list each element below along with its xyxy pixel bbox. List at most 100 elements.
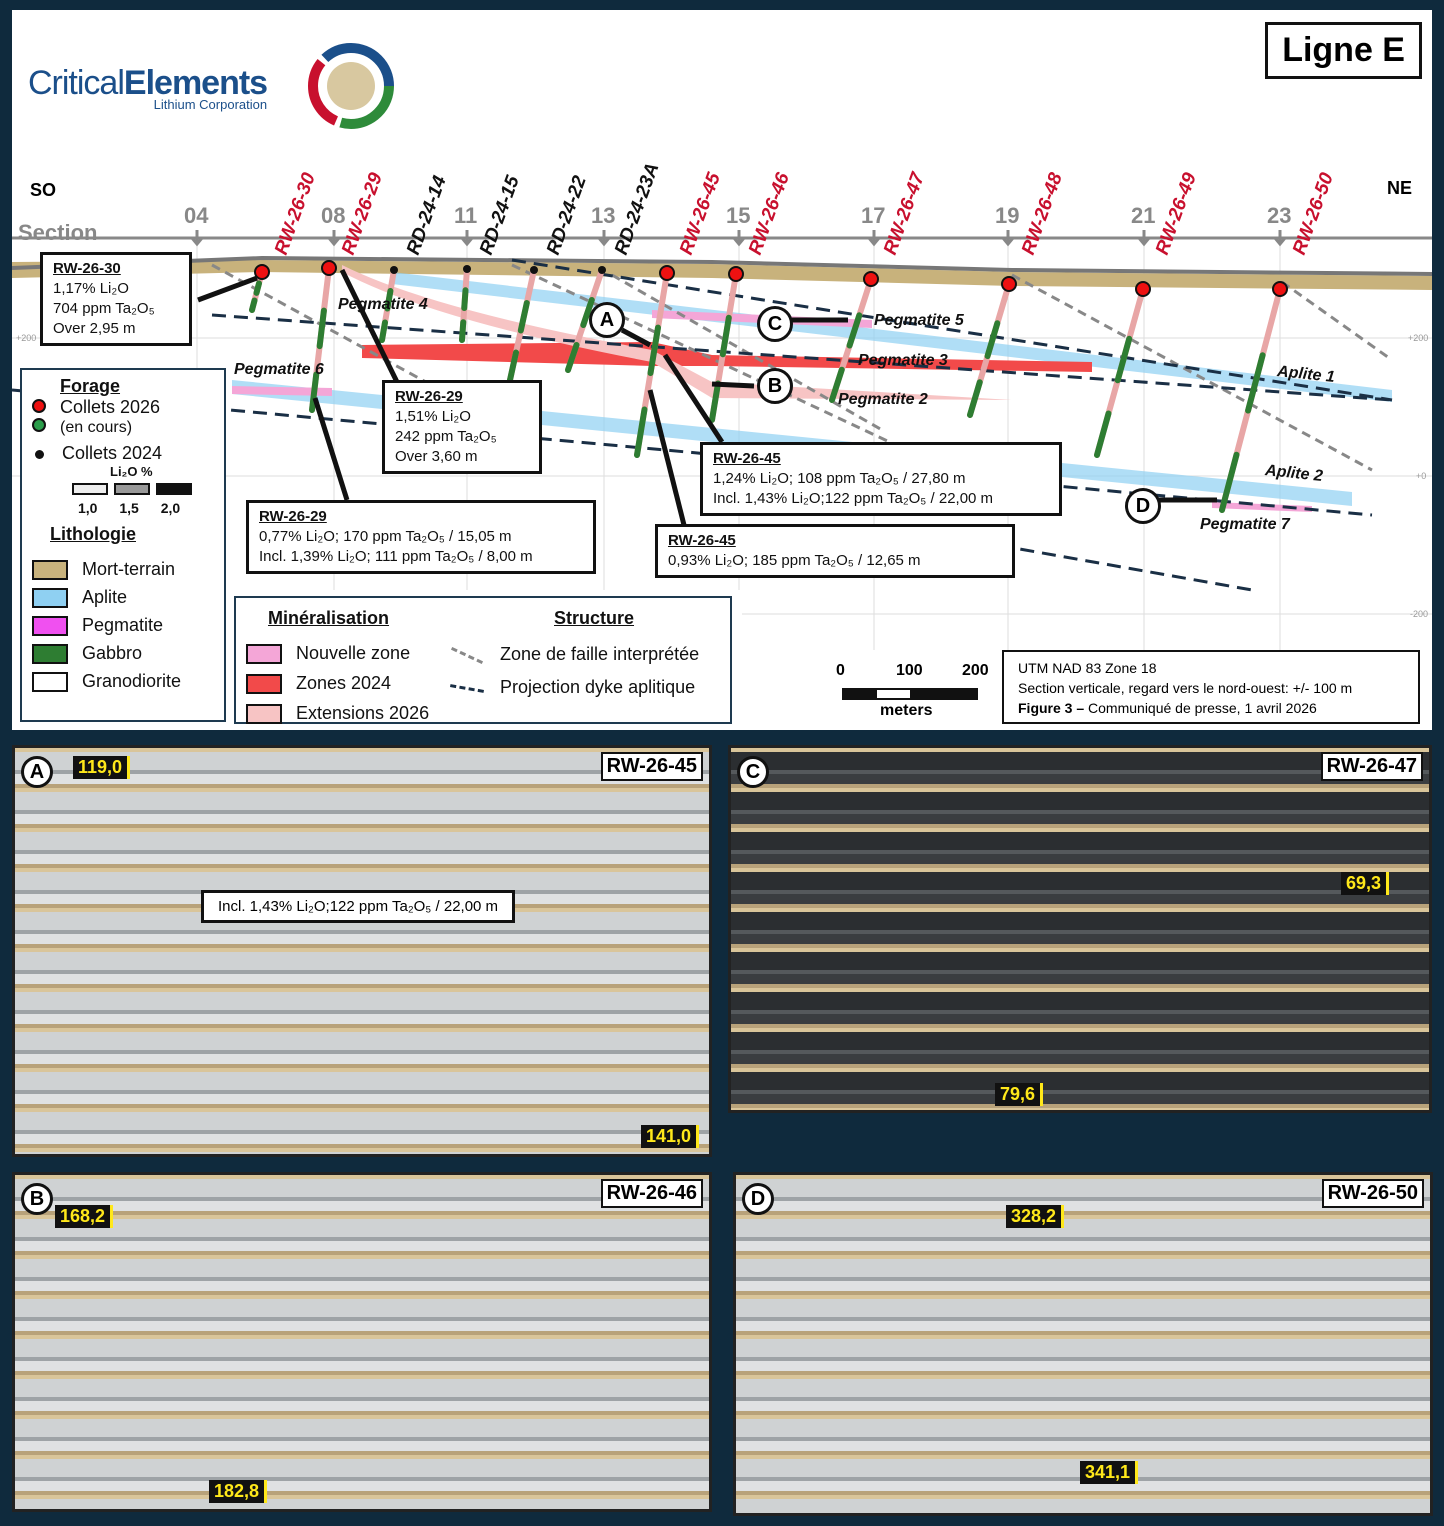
orientation-left: SO xyxy=(30,180,57,200)
gabbro-interval xyxy=(384,288,394,312)
gabbro-interval xyxy=(984,320,1001,360)
gabbro-interval xyxy=(967,379,983,418)
gabbro-interval xyxy=(1245,352,1266,414)
info-line: Section verticale, regard vers le nord-o… xyxy=(1018,680,1353,696)
depth-to: 79,6 xyxy=(995,1083,1044,1106)
callout-hole: RW-26-45 xyxy=(668,532,736,549)
collar-2024-icon xyxy=(598,266,606,274)
hole-label: RW-26-30 xyxy=(271,170,320,258)
legend-forage-lithologie: Forage Collets 2026 (en cours) Collets 2… xyxy=(20,368,226,722)
gabbro-interval xyxy=(709,380,721,423)
legend-heading: Minéralisation xyxy=(268,608,390,628)
legend-heading: Structure xyxy=(554,608,635,628)
unit-label: Pegmatite 5 xyxy=(874,312,964,329)
elev-label: -200 xyxy=(1410,609,1428,619)
callout-line: 0,77% Li₂O; 170 ppm Ta₂O₅ / 15,05 m xyxy=(259,528,512,545)
section-number: 04 xyxy=(184,203,209,228)
unit-label: Pegmatite 6 xyxy=(234,361,324,378)
callout-line: Over 2,95 m xyxy=(53,320,136,337)
section-arrow-icon xyxy=(1137,230,1151,247)
photo-letter: C xyxy=(737,756,769,788)
grade-scale xyxy=(72,479,214,500)
hole-label: RW-26-45 xyxy=(676,170,725,258)
section-number: 23 xyxy=(1267,203,1291,228)
collar-2026-icon xyxy=(659,265,675,281)
marker-a: A xyxy=(589,302,625,338)
depth-from: 328,2 xyxy=(1006,1205,1065,1228)
callout-hole: RW-26-45 xyxy=(713,450,781,467)
section-arrow-icon xyxy=(1001,230,1015,247)
gabbro-interval xyxy=(517,300,530,334)
section-arrow-icon xyxy=(732,230,746,247)
collar-2026-icon xyxy=(1135,281,1151,297)
legend-label: Collets 2026 xyxy=(60,397,161,417)
callout-line: Over 3,60 m xyxy=(395,448,478,465)
gabbro-interval xyxy=(507,349,519,383)
legend-label: Zone de faille interprétée xyxy=(500,644,700,664)
collar-2024-icon xyxy=(390,266,398,274)
gabbro-interval xyxy=(719,314,732,358)
logo: CriticalElements Lithium Corporation xyxy=(28,64,268,112)
globe-logo-icon xyxy=(308,43,394,129)
legend-label: Zones 2024 xyxy=(296,673,392,693)
figure-title: Ligne E xyxy=(1265,22,1422,79)
scale-tick: 0 xyxy=(836,662,845,679)
legend-label: Granodiorite xyxy=(82,671,182,691)
collar-2024-icon xyxy=(463,265,471,273)
core-photo-a: A RW-26-45 119,0 141,0 Incl. 1,43% Li₂O;… xyxy=(12,745,712,1157)
legend-label: Aplite xyxy=(82,587,128,607)
photo-note: Incl. 1,43% Li₂O;122 ppm Ta₂O₅ / 22,00 m xyxy=(201,890,516,923)
hole-label: RD-24-23A xyxy=(611,160,664,257)
zones-2024 xyxy=(362,342,1092,372)
legend-label: (en cours) xyxy=(60,419,133,436)
gabbro-interval xyxy=(461,287,469,312)
photo-hole-label: RW-26-46 xyxy=(600,1179,703,1208)
collar-2026-icon xyxy=(1001,276,1017,292)
legend-label: Li₂O % xyxy=(110,464,153,479)
gabbro-interval xyxy=(1094,410,1112,458)
callout-line: 1,24% Li₂O; 108 ppm Ta₂O₅ / 27,80 m xyxy=(713,470,966,487)
pegmatite-6-zone xyxy=(232,386,332,396)
section-arrow-icon xyxy=(460,230,474,247)
gabbro-interval xyxy=(249,297,258,313)
section-label: Section xyxy=(18,220,98,245)
callout-arrows xyxy=(197,268,1217,526)
depth-from: 119,0 xyxy=(73,756,131,779)
elev-label: +200 xyxy=(1408,333,1428,343)
collar-2026-icon xyxy=(728,266,744,282)
legend-label: Collets 2024 xyxy=(62,443,163,463)
aplite-1 xyxy=(392,272,1392,402)
hole-label: RD-24-14 xyxy=(403,173,451,258)
hole-label: RW-26-48 xyxy=(1018,170,1067,258)
hole-label: RD-24-15 xyxy=(476,173,524,258)
section-number: 21 xyxy=(1131,203,1155,228)
gabbro-interval xyxy=(459,319,467,343)
gabbro-interval xyxy=(253,280,262,296)
core-photo-b: B RW-26-46 168,2 182,8 xyxy=(12,1172,712,1512)
info-line: UTM NAD 83 Zone 18 xyxy=(1018,660,1157,676)
orientation-right: NE xyxy=(1386,178,1412,198)
marker-c: C xyxy=(757,306,793,342)
callout-hole: RW-26-30 xyxy=(53,260,121,277)
gabbro-interval xyxy=(846,312,863,349)
gabbro-interval xyxy=(580,297,595,328)
logo-text-b: Elements xyxy=(123,64,268,102)
figure-number: Figure 3 – xyxy=(1018,700,1085,716)
hole-label: RW-26-49 xyxy=(1152,170,1201,258)
hole-label: RW-26-47 xyxy=(880,169,929,258)
info-box: UTM NAD 83 Zone 18 Section verticale, re… xyxy=(1002,650,1420,724)
callout-line: Incl. 1,39% Li₂O; 111 ppm Ta₂O₅ / 8,00 m xyxy=(259,548,533,565)
section-number: 15 xyxy=(726,203,750,228)
legend-heading: Forage xyxy=(60,376,121,396)
callout-line: Incl. 1,43% Li₂O;122 ppm Ta₂O₅ / 22,00 m xyxy=(713,490,994,507)
section-arrow-icon xyxy=(867,230,881,247)
section-arrow-icon xyxy=(327,230,341,247)
depth-to: 341,1 xyxy=(1080,1461,1139,1484)
legend-label: Extensions 2026 xyxy=(296,703,430,723)
core-photo-d: D RW-26-50 328,2 341,1 xyxy=(733,1172,1433,1516)
section-number: 17 xyxy=(861,203,885,228)
scale-tick: 200 xyxy=(962,662,989,679)
legend-label: Projection dyke aplitique xyxy=(500,677,696,697)
